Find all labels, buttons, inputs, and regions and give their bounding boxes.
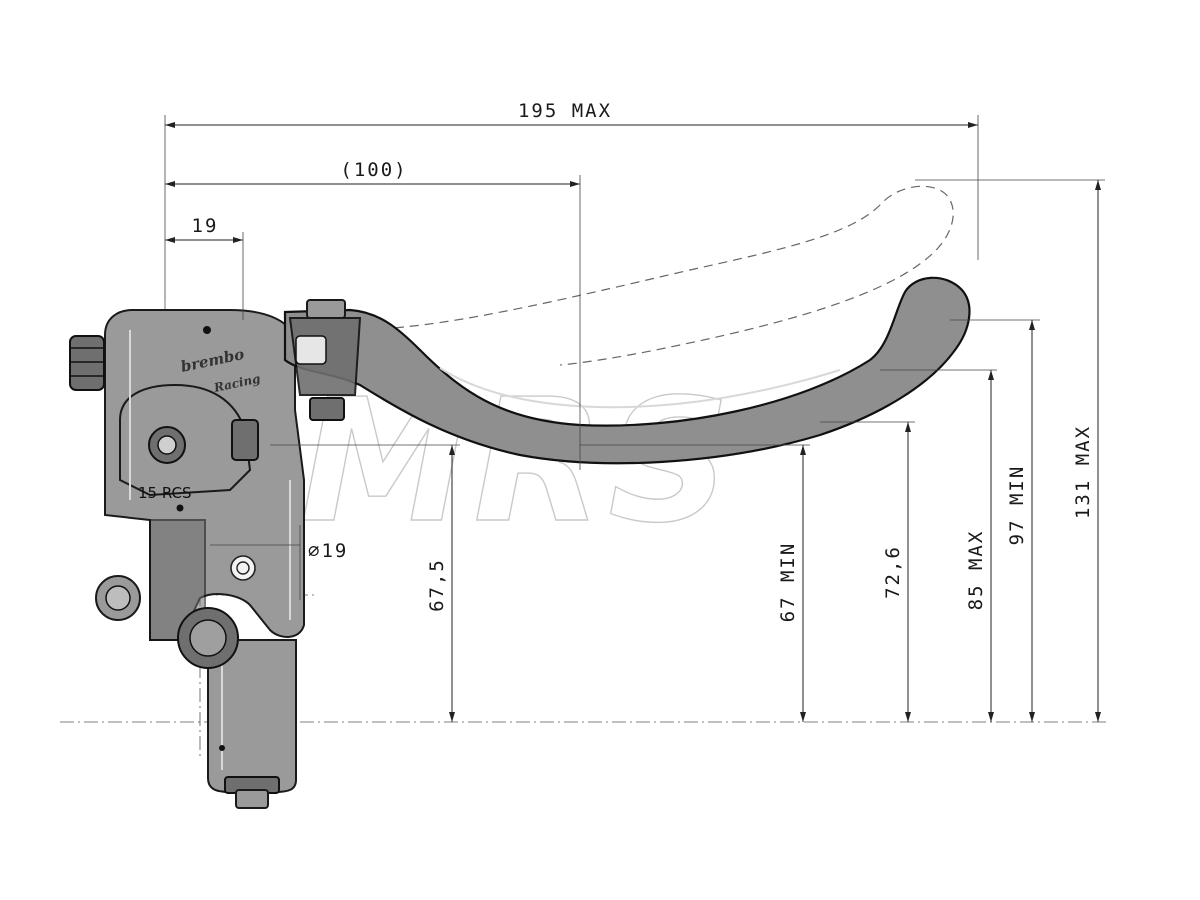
dim-height-lever-min: 67 MIN [777,542,799,623]
push-rod-nut [231,419,259,461]
reach-adjuster-knob [69,335,105,391]
brembo-circle-logo [230,555,256,581]
dim-pivot-reference: (100) [340,159,407,181]
lever-ghost-outline [349,185,954,366]
model-label-dot [176,504,184,512]
dim-height-a: 67,5 [426,558,448,612]
dim-height-b: 72,6 [882,545,904,599]
dim-bore-diameter: ⌀19 [308,540,348,562]
dim-height-tip-max: 131 MAX [1072,425,1094,519]
lever-nut [309,397,345,421]
pivot-bolt-inner [157,435,177,455]
bleed-screw [235,789,269,809]
lever-pin-head [306,299,346,319]
dim-offset: 19 [192,215,219,237]
horizontal-dimensions: 195 MAX (100) 19 ⌀19 [164,100,979,600]
lever-adjuster-window [295,335,327,365]
master-cylinder [69,309,305,809]
fitting-dot [219,745,225,751]
brake-lever [283,276,971,465]
model-label: 15 RCS [138,484,192,502]
dim-height-tip-min: 97 MIN [1006,465,1028,546]
dim-height-lever-max: 85 MAX [965,530,987,611]
top-screw-dot [203,326,211,334]
dim-overall-length: 195 MAX [518,100,612,122]
vertical-dimensions: 67,5 67 MIN 72,6 85 MAX 97 MIN 131 MAX [270,179,1105,722]
lever-blade [283,276,971,465]
